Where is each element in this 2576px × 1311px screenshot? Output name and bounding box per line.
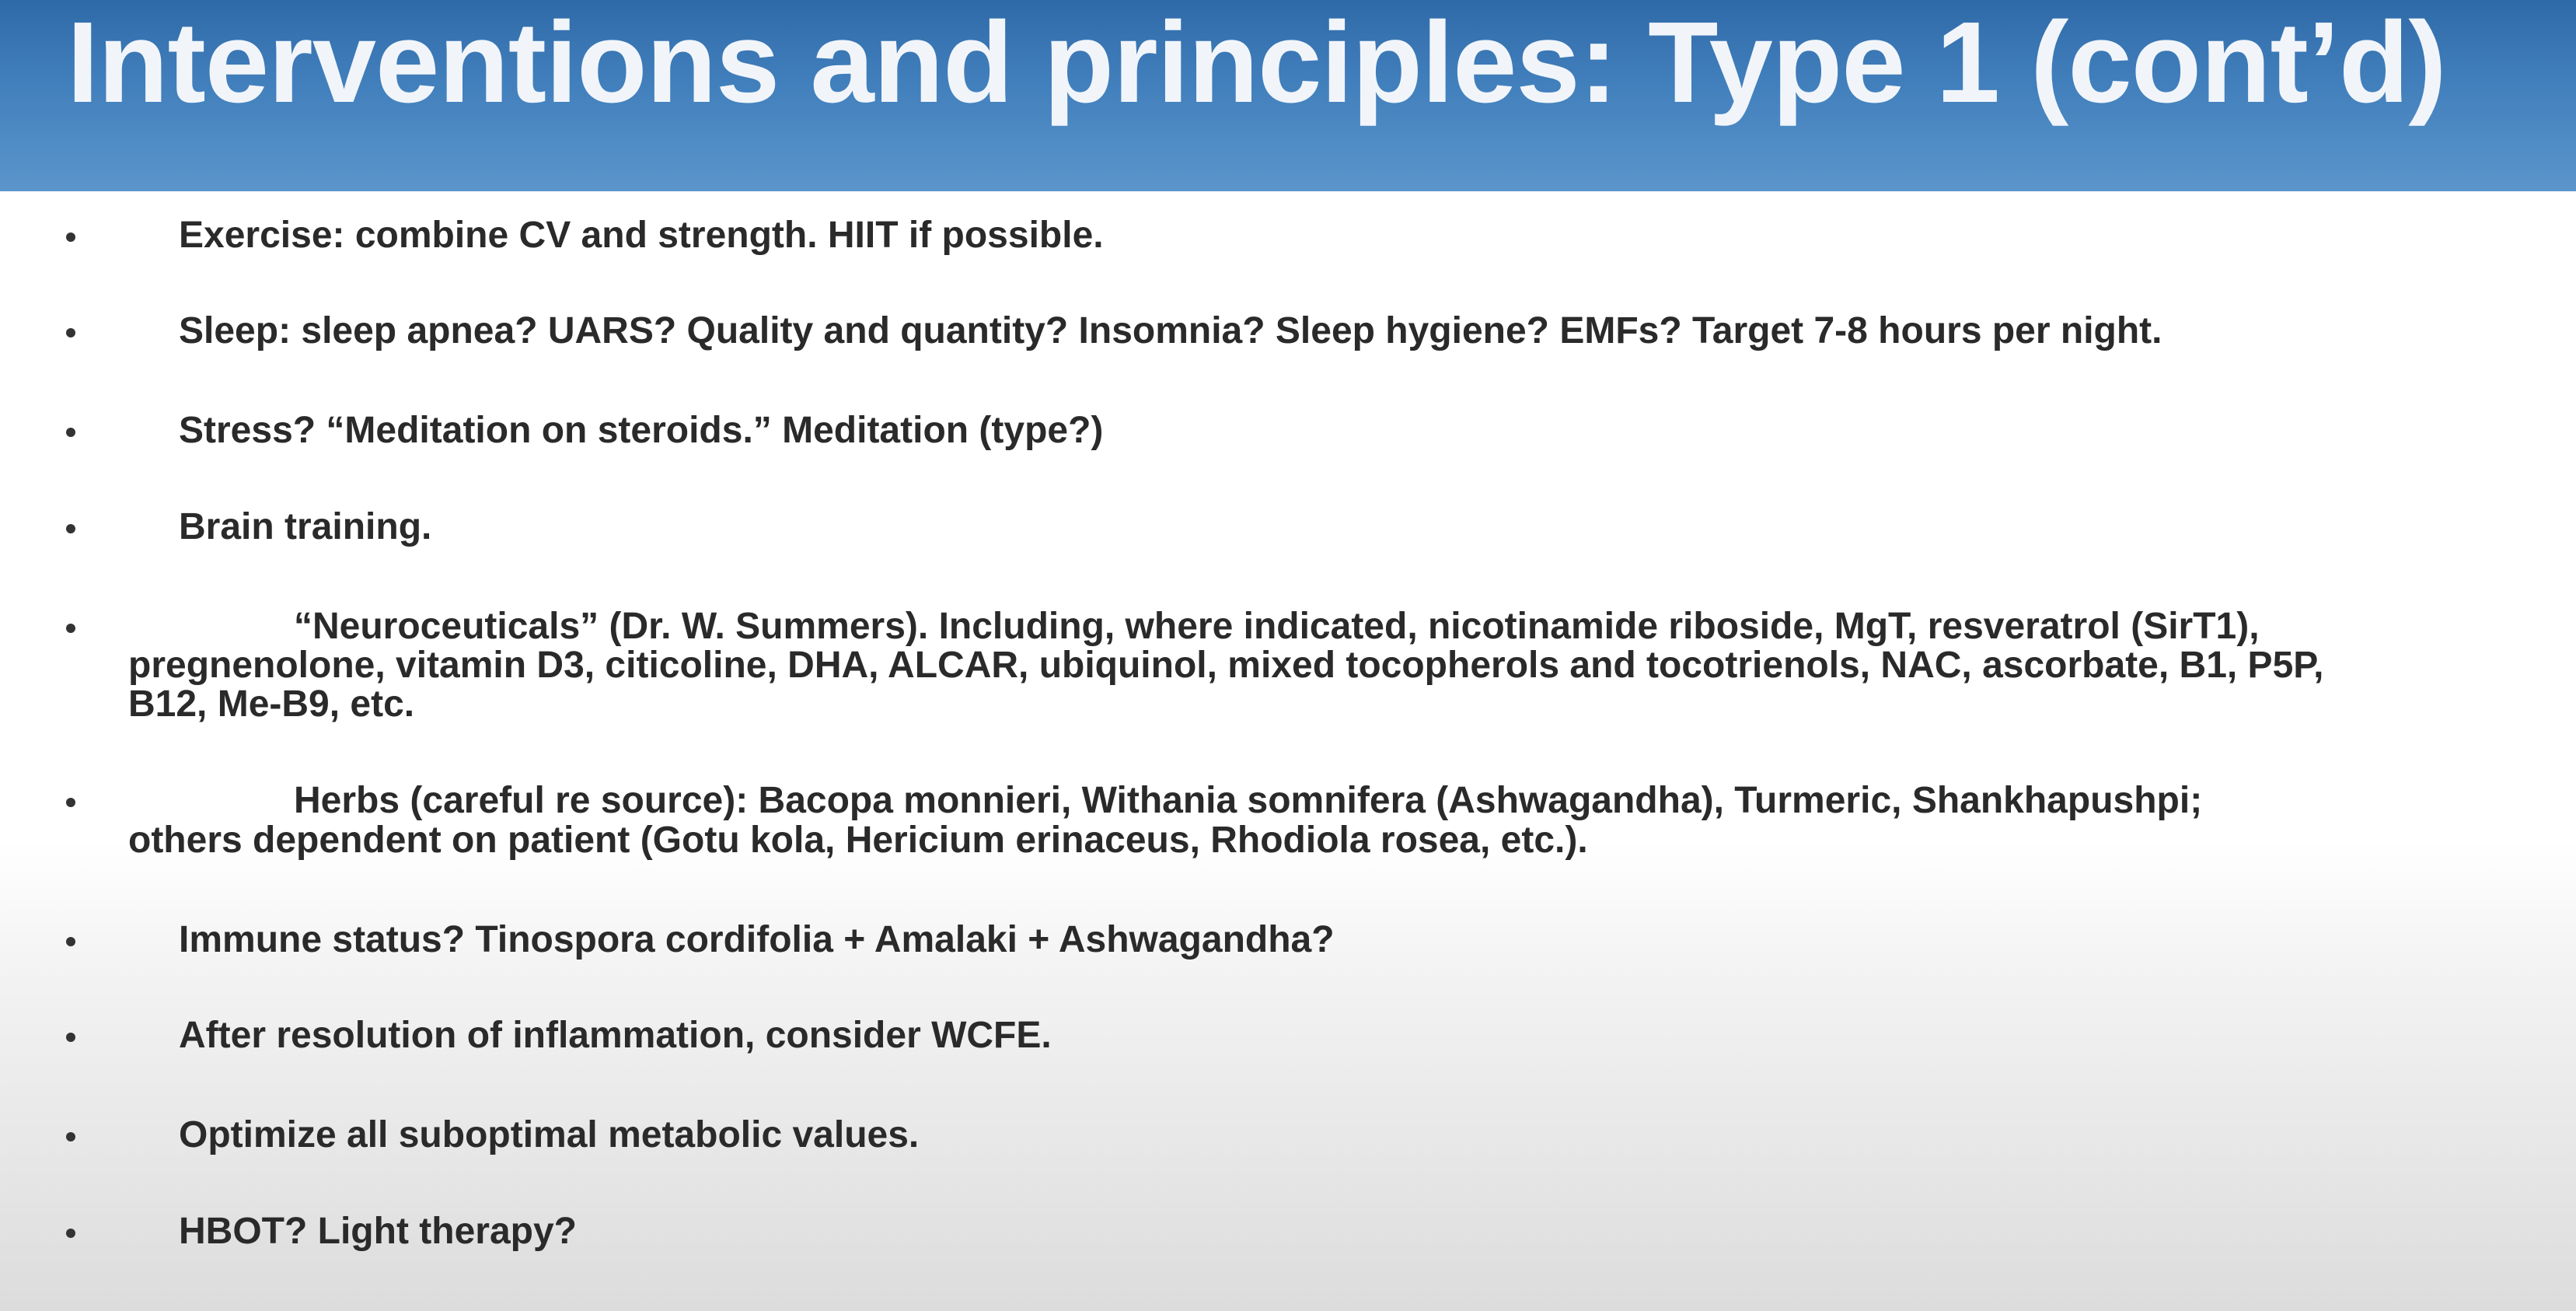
bullet-dot	[66, 428, 75, 437]
bullet-dot	[66, 1229, 75, 1238]
bullet-dot	[66, 1132, 75, 1141]
bullet-text-line: pregnenolone, vitamin D3, citicoline, DH…	[128, 645, 2324, 686]
bullet-dot	[66, 624, 75, 633]
bullet-text: Sleep: sleep apnea? UARS? Quality and qu…	[179, 310, 2162, 351]
bullet-dot	[66, 937, 75, 946]
title-bar: Interventions and principles: Type 1 (co…	[0, 0, 2576, 191]
bullet-dot	[66, 524, 75, 533]
bullet-text-line: “Neuroceuticals” (Dr. W. Summers). Inclu…	[294, 606, 2260, 647]
bullet-text-line: Herbs (careful re source): Bacopa monnie…	[294, 780, 2203, 821]
bullet-text: Optimize all suboptimal metabolic values…	[179, 1114, 920, 1155]
bullet-text: Brain training.	[179, 506, 432, 547]
bullet-text: Immune status? Tinospora cordifolia + Am…	[179, 919, 1335, 960]
slide-title: Interventions and principles: Type 1 (co…	[67, 0, 2447, 127]
bullet-dot	[66, 1033, 75, 1042]
bullet-dot	[66, 798, 75, 807]
bullet-text-line: B12, Me-B9, etc.	[128, 683, 415, 725]
bullet-dot	[66, 232, 75, 242]
bullet-text: Exercise: combine CV and strength. HIIT …	[179, 215, 1104, 256]
bullet-text: Stress? “Meditation on steroids.” Medita…	[179, 410, 1104, 451]
bullet-dot	[66, 328, 75, 337]
bullet-text-line: others dependent on patient (Gotu kola, …	[128, 820, 1588, 861]
bullet-text: After resolution of inflammation, consid…	[179, 1015, 1052, 1056]
bullet-text: HBOT? Light therapy?	[179, 1211, 577, 1252]
